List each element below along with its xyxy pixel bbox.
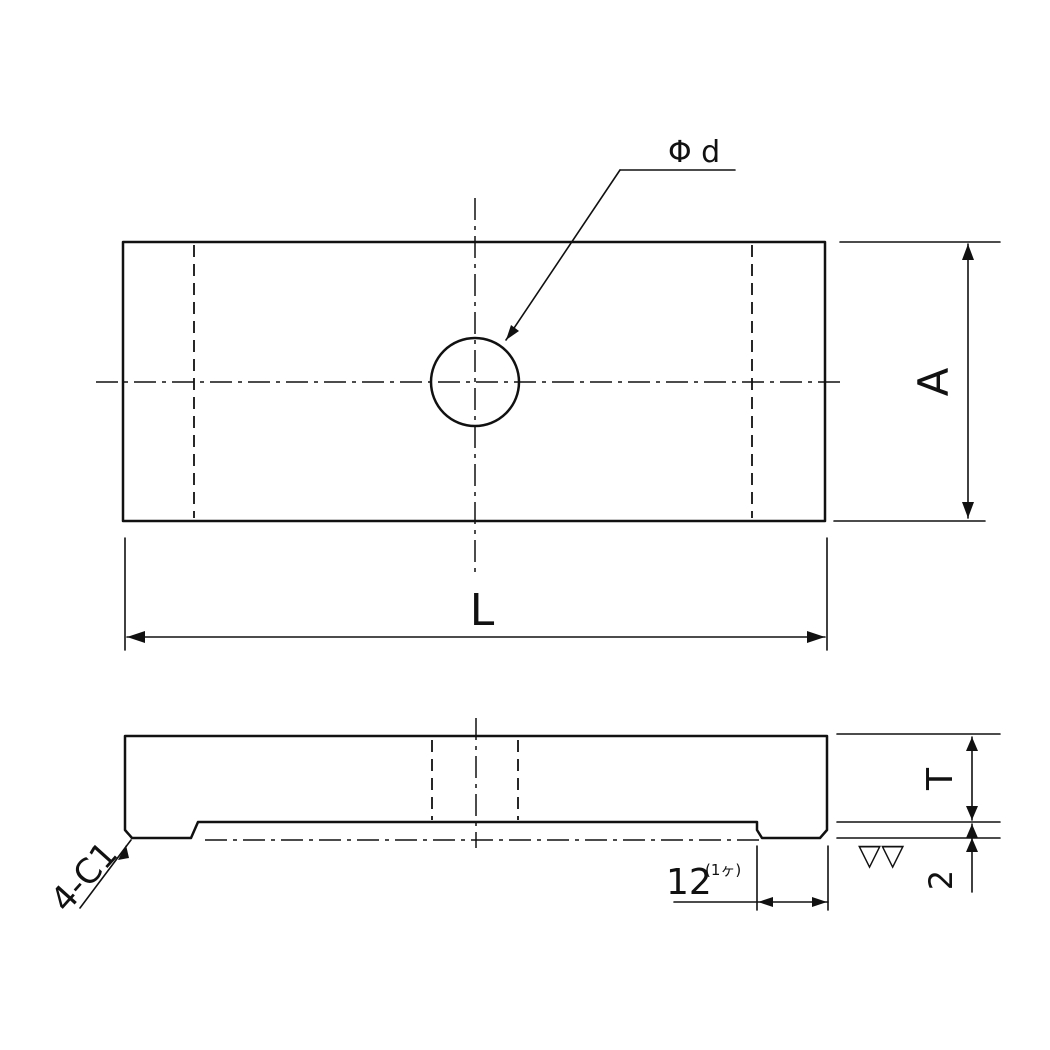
finish-symbol: ▽▽ [858, 838, 904, 873]
thickness-arrow-top [966, 737, 978, 751]
chamfer-label: 4-C1 [43, 834, 126, 920]
diameter-leader-arrow [506, 325, 519, 340]
diameter-label: Φ d [668, 135, 720, 170]
width-label: A [909, 367, 958, 396]
step-height-arrow-top [966, 824, 978, 838]
length-arrow-left [127, 631, 145, 643]
step-length-arrow-right [812, 897, 827, 907]
length-label: L [470, 585, 495, 636]
chamfer-leader-line [79, 839, 132, 909]
thickness-label: T [920, 767, 961, 791]
step-height-arrow-bottom [966, 838, 978, 852]
width-arrow-top [962, 244, 974, 260]
step-length-note: (1ヶ) [705, 861, 741, 879]
thickness-arrow-bottom [966, 806, 978, 820]
side-view-outline [123, 734, 829, 840]
chamfer-leader-arrow [118, 845, 129, 860]
step-height-label: 2 [922, 870, 960, 890]
step-length-label: 12 [666, 862, 712, 903]
side-view: T 2 ▽▽ 12 (1ヶ) 4-C1 [43, 718, 1001, 920]
length-arrow-right [807, 631, 825, 643]
through-hole-circle [429, 336, 521, 428]
width-arrow-bottom [962, 502, 974, 518]
top-view: Φ d A L [96, 135, 1001, 651]
step-length-arrow-left [758, 897, 773, 907]
diameter-leader-line [505, 169, 621, 341]
